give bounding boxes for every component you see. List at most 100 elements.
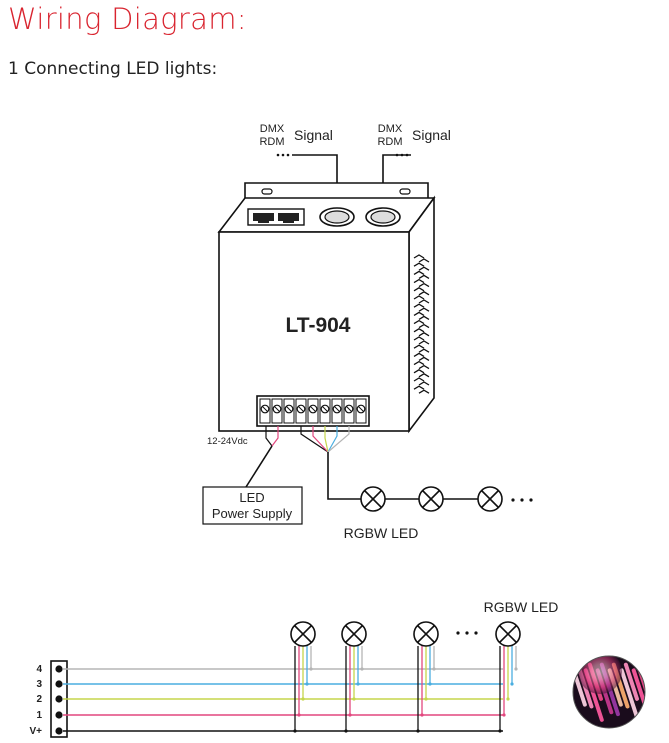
device-model-label: LT-904 <box>286 314 351 337</box>
screw-slot <box>274 406 280 412</box>
vent-slot <box>418 307 430 312</box>
screw-slot <box>310 406 316 412</box>
rj45-port-block <box>247 208 305 226</box>
vent-slot <box>418 299 430 304</box>
wire-junction <box>352 697 356 701</box>
power-supply-line1: LED <box>239 490 264 505</box>
wire-junction <box>344 729 348 733</box>
wire-junction <box>360 667 364 671</box>
vent-slot <box>418 315 430 320</box>
xlr-port-1 <box>319 207 355 227</box>
dmx-label-2: DMX <box>378 123 403 135</box>
wire-junction <box>510 682 514 686</box>
wire-junction <box>514 667 518 671</box>
screw-slot <box>322 406 328 412</box>
bus-wires <box>63 621 521 733</box>
screw-slot <box>286 406 292 412</box>
wire-junction <box>293 729 297 733</box>
vent-slot <box>418 274 430 279</box>
wire-junction <box>506 697 510 701</box>
vent-slot <box>413 352 425 357</box>
screw-slot <box>298 406 304 412</box>
side-vents <box>413 254 430 394</box>
wire-junction <box>356 682 360 686</box>
power-wires <box>245 426 279 488</box>
wire-junction <box>305 682 309 686</box>
terminal-label-vplus: V+ <box>29 726 42 737</box>
led-bulb-icon <box>418 486 444 512</box>
vent-slot <box>413 278 425 284</box>
led-product-photo <box>572 655 646 729</box>
wire-junction <box>428 682 432 686</box>
vent-slot <box>418 266 430 271</box>
terminal-label-1: 1 <box>36 710 42 721</box>
vent-slot <box>418 282 430 288</box>
vent-slot <box>418 356 430 361</box>
vent-slot <box>418 340 430 345</box>
vent-slot <box>413 287 425 292</box>
rgbw-led-label-2: RGBW LED <box>484 599 559 615</box>
section-heading: 1 Connecting LED lights: <box>8 59 218 79</box>
vent-slot <box>413 303 425 308</box>
vent-slot <box>418 364 430 370</box>
led-chain-1 <box>360 486 503 512</box>
signal-dots-1 <box>276 153 290 157</box>
vent-slot <box>413 360 425 366</box>
terminal-label-3: 3 <box>36 679 42 690</box>
vent-slot <box>413 262 425 267</box>
rdm-label-2: RDM <box>377 136 402 148</box>
voltage-label: 12-24Vdc <box>207 436 248 447</box>
led-chain-dots-1 <box>511 498 533 502</box>
screw-slot <box>334 406 340 412</box>
led-chain-dots-2 <box>456 631 478 635</box>
rdm-label-1: RDM <box>259 136 284 148</box>
vent-slot <box>413 377 425 382</box>
wire-junction <box>502 713 506 717</box>
vent-slot <box>413 270 425 275</box>
signal-label-2: Signal <box>412 127 451 143</box>
vent-slot <box>413 344 425 349</box>
vent-slot <box>418 291 430 296</box>
xlr-port-2 <box>365 207 401 227</box>
terminal-label-2: 2 <box>36 694 42 705</box>
led-strip-connector <box>50 660 68 738</box>
led-bulb-icon <box>495 621 521 647</box>
led-bulb-icon <box>413 621 439 647</box>
screw-slot <box>262 406 268 412</box>
power-supply-box: LED Power Supply <box>202 486 303 525</box>
rgbw-led-label-1: RGBW LED <box>344 525 419 541</box>
dmx-label-1: DMX <box>260 123 285 135</box>
vent-slot <box>413 319 425 325</box>
led-tube <box>619 668 640 722</box>
vent-slot <box>413 254 425 259</box>
led-bulb-icon <box>360 486 386 512</box>
vent-slot <box>413 311 425 316</box>
wire-junction <box>432 667 436 671</box>
vent-slot <box>418 323 430 329</box>
page-title: Wiring Diagram: <box>8 2 247 36</box>
power-supply-line2: Power Supply <box>212 506 293 521</box>
wire-junction <box>309 667 313 671</box>
vent-slot <box>413 385 425 390</box>
vent-slot <box>418 258 430 263</box>
wire-junction <box>416 729 420 733</box>
wire-junction <box>420 713 424 717</box>
wire-junction <box>348 713 352 717</box>
led-bulb-icon <box>341 621 367 647</box>
signal-label-1: Signal <box>294 127 333 143</box>
vent-slot <box>413 369 425 374</box>
screw-slot <box>346 406 352 412</box>
vent-slot <box>418 389 430 394</box>
terminal-label-4: 4 <box>36 664 42 675</box>
vent-slot <box>418 381 430 386</box>
led-output-wires <box>300 426 361 500</box>
vent-slot <box>418 373 430 378</box>
vent-slot <box>418 332 430 337</box>
wire-junction <box>297 713 301 717</box>
screw-slot <box>358 406 364 412</box>
led-tube <box>623 662 639 701</box>
vent-slot <box>413 328 425 333</box>
vent-slot <box>418 348 430 353</box>
vent-slot <box>413 336 425 341</box>
